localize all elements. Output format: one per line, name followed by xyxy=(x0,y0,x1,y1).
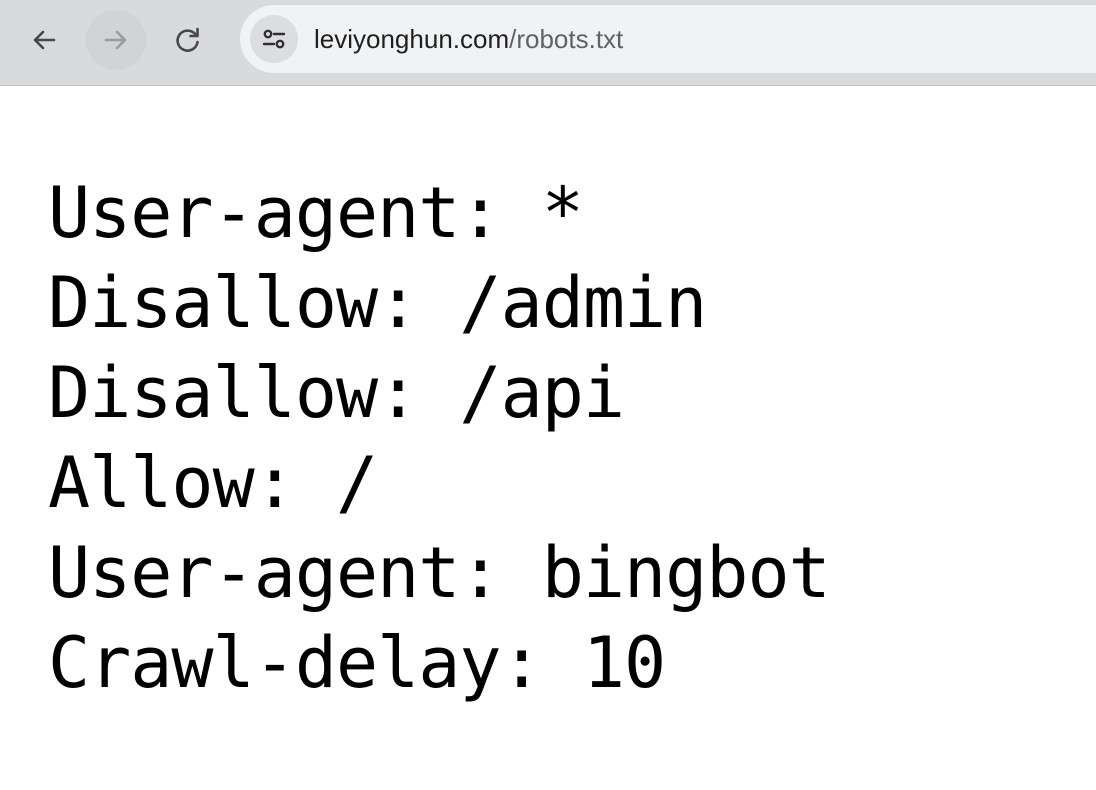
url-text[interactable]: leviyonghun.com/robots.txt xyxy=(314,5,623,73)
text-line: Crawl-delay: 10 xyxy=(48,622,666,704)
text-line: Allow: / xyxy=(48,442,378,524)
url-path: /robots.txt xyxy=(509,24,624,54)
text-line: User-agent: bingbot xyxy=(48,532,831,614)
reload-button[interactable] xyxy=(158,10,218,70)
text-line: Disallow: /api xyxy=(48,352,625,434)
arrow-left-icon xyxy=(33,30,56,50)
forward-button[interactable] xyxy=(86,10,146,70)
text-line: User-agent: * xyxy=(48,172,584,254)
robots-txt-content: User-agent: * Disallow: /admin Disallow:… xyxy=(48,168,1078,708)
reload-icon xyxy=(176,27,199,52)
address-bar[interactable]: leviyonghun.com/robots.txt xyxy=(240,5,1096,73)
browser-toolbar: leviyonghun.com/robots.txt xyxy=(0,0,1096,86)
site-info-button[interactable] xyxy=(250,15,298,63)
text-line: Disallow: /admin xyxy=(48,262,707,344)
tune-icon xyxy=(262,29,286,49)
arrow-right-icon xyxy=(104,30,127,50)
back-button[interactable] xyxy=(14,10,74,70)
url-domain: leviyonghun.com xyxy=(314,24,510,54)
